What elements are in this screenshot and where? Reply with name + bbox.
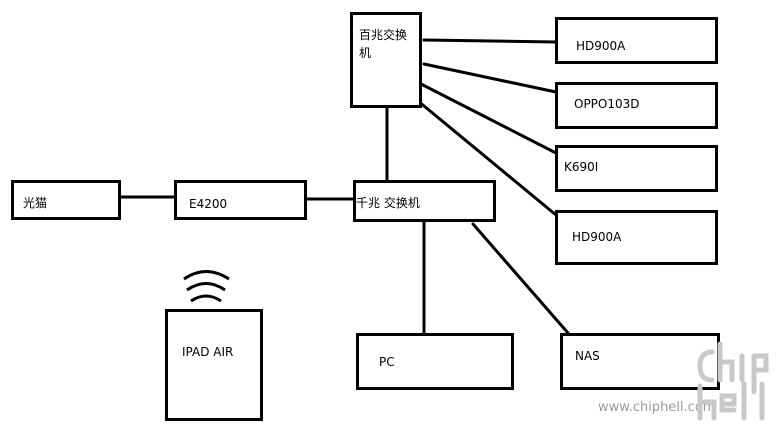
chiphell-logo-glyph xyxy=(697,341,769,421)
router-label: E4200 xyxy=(189,197,228,211)
ipad-box: IPAD AIR xyxy=(165,309,263,421)
pc-label: PC xyxy=(379,355,395,369)
pc-box: PC xyxy=(356,333,514,390)
link-100m-hd900a-bottom xyxy=(416,99,558,217)
oppo-box: OPPO103D xyxy=(555,82,718,129)
k690i-label: K690I xyxy=(564,160,599,174)
link-100m-k690i xyxy=(419,82,558,155)
chiphell-logo xyxy=(692,340,774,422)
hd900a-top-label: HD900A xyxy=(576,39,626,53)
watermark-url: www.chiphell.com xyxy=(598,400,716,415)
gigabit-switch-box: 千兆 交换机 xyxy=(353,180,496,222)
optical-modem-box: 光猫 xyxy=(11,180,121,220)
hd900a-bottom-box: HD900A xyxy=(555,210,718,265)
wifi-icon xyxy=(183,270,230,303)
100m-switch-box: 百兆交换机 xyxy=(350,12,422,108)
ipad-label: IPAD AIR xyxy=(182,345,234,359)
hd900a-top-box: HD900A xyxy=(555,17,718,64)
optical-modem-label: 光猫 xyxy=(23,196,48,210)
link-100m-hd900a-top xyxy=(422,38,558,44)
router-box: E4200 xyxy=(174,180,307,220)
hd900a-bottom-label: HD900A xyxy=(572,230,622,244)
k690i-box: K690I xyxy=(555,145,718,192)
oppo-label: OPPO103D xyxy=(574,97,640,111)
link-gigabit-nas xyxy=(471,222,570,335)
100m-switch-label: 百兆交换机 xyxy=(359,28,408,60)
nas-box: NAS xyxy=(560,333,720,390)
gigabit-switch-label: 千兆 交换机 xyxy=(356,196,420,210)
nas-label: NAS xyxy=(575,349,600,363)
link-100m-oppo xyxy=(422,62,558,94)
